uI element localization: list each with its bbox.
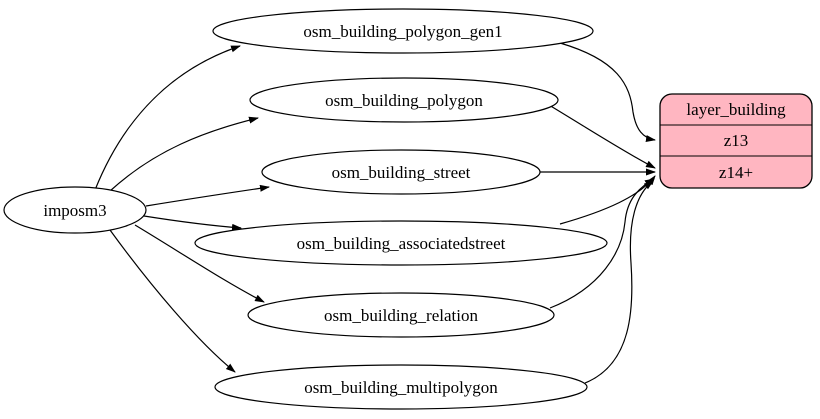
edges-from-source	[94, 45, 270, 373]
node-osm-building-polygon: osm_building_polygon	[249, 77, 559, 123]
edge-associatedstreet-to-z14	[559, 175, 656, 225]
edge-imposm3-to-polygon-gen1	[94, 45, 241, 191]
layer-building-title: layer_building	[686, 100, 786, 119]
edge-polygon-gen1-to-z13	[559, 42, 656, 142]
node-imposm3: imposm3	[3, 186, 147, 234]
node-osm-building-multipolygon-label: osm_building_multipolygon	[304, 378, 498, 397]
node-osm-building-polygon-gen1-label: osm_building_polygon_gen1	[303, 22, 502, 41]
edges-to-layer	[539, 42, 656, 384]
node-osm-building-associatedstreet-shape	[194, 220, 608, 266]
node-osm-building-polygon-shape	[249, 77, 559, 123]
node-osm-building-relation: osm_building_relation	[247, 292, 555, 338]
edge-imposm3-to-multipolygon	[109, 229, 236, 373]
node-osm-building-relation-label: osm_building_relation	[324, 306, 478, 325]
node-osm-building-street: osm_building_street	[261, 149, 541, 195]
node-osm-building-multipolygon-shape	[214, 364, 588, 410]
node-osm-building-polygon-label: osm_building_polygon	[325, 91, 483, 110]
node-osm-building-street-shape	[261, 149, 541, 195]
layer-building-row-z14plus: z14+	[719, 163, 753, 182]
node-osm-building-street-label: osm_building_street	[332, 163, 471, 182]
node-osm-building-associatedstreet-label: osm_building_associatedstreet	[297, 234, 506, 253]
node-osm-building-polygon-gen1: osm_building_polygon_gen1	[212, 8, 594, 54]
layer-building-row-z13: z13	[724, 131, 749, 150]
node-osm-building-polygon-gen1-shape	[212, 8, 594, 54]
node-osm-building-associatedstreet: osm_building_associatedstreet	[194, 220, 608, 266]
node-imposm3-shape	[3, 186, 147, 234]
edge-multipolygon-to-z14	[584, 180, 654, 384]
node-osm-building-relation-shape	[247, 292, 555, 338]
edge-imposm3-to-street	[145, 184, 270, 207]
edge-polygon-to-z14	[548, 104, 656, 169]
edge-imposm3-to-polygon	[109, 116, 259, 192]
edge-relation-to-z14	[549, 178, 655, 309]
edge-imposm3-to-relation	[134, 224, 265, 303]
node-imposm3-label: imposm3	[43, 201, 106, 220]
edge-imposm3-to-associatedstreet	[143, 215, 242, 231]
node-osm-building-multipolygon: osm_building_multipolygon	[214, 364, 588, 410]
node-layer-building: layer_building z13 z14+	[659, 93, 813, 189]
node-layer-building-shape	[659, 93, 813, 189]
